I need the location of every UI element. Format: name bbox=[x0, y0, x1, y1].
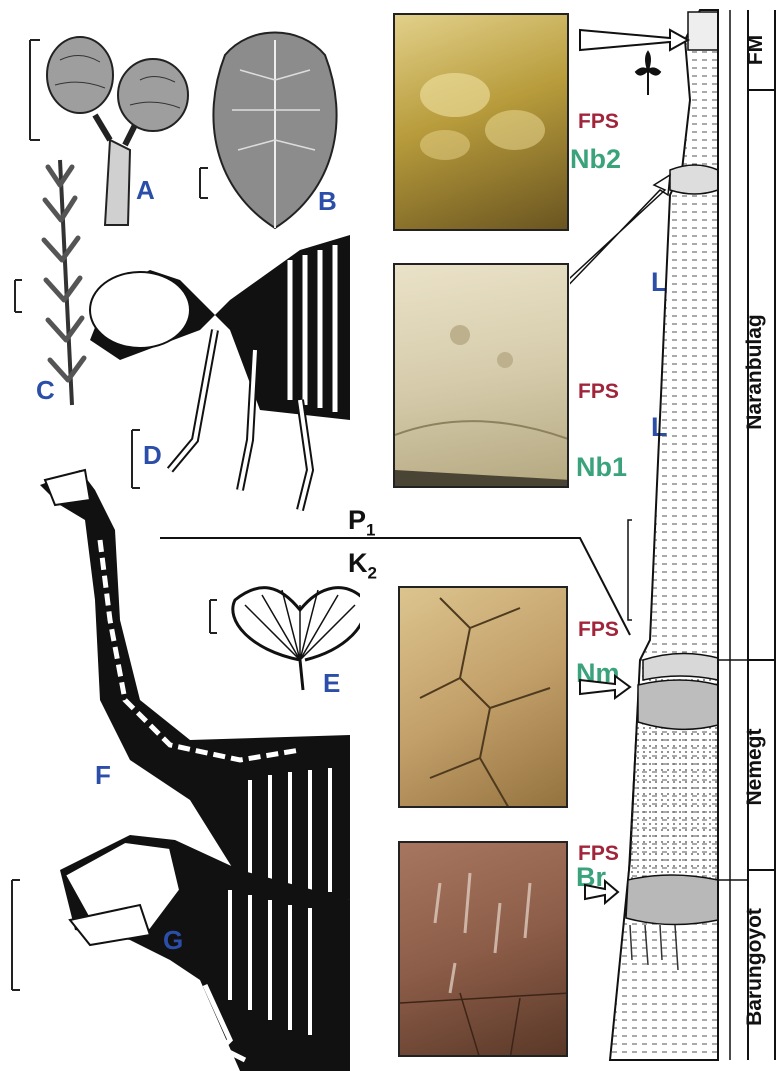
cone-fossil-illustration bbox=[30, 37, 188, 225]
mammal-skeleton-illustration bbox=[90, 235, 350, 510]
specimen-label-f: F bbox=[95, 760, 111, 791]
boundary-lower-label: K2 bbox=[348, 548, 377, 583]
specimen-label-d: D bbox=[143, 440, 162, 471]
photo-br bbox=[398, 841, 568, 1057]
conifer-twig-illustration bbox=[15, 160, 84, 405]
serrated-leaf-illustration bbox=[200, 33, 337, 229]
formation-label-fm: FM bbox=[744, 30, 768, 70]
formation-label-naranbulag: Naranbulag bbox=[743, 272, 767, 472]
specimen-label-b: B bbox=[318, 186, 337, 217]
specimen-label-c: C bbox=[36, 375, 55, 406]
photo-nm bbox=[398, 586, 568, 808]
specimen-label-g: G bbox=[163, 925, 183, 956]
photo-nb1 bbox=[393, 263, 569, 488]
boundary-upper-label: P1 bbox=[348, 505, 375, 540]
photo-nb2 bbox=[393, 13, 569, 231]
formation-label-nemegt: Nemegt bbox=[743, 717, 767, 817]
specimen-label-e: E bbox=[323, 668, 340, 699]
formation-label-barungoyot: Barungoyot bbox=[743, 902, 767, 1032]
specimen-label-a: A bbox=[136, 175, 155, 206]
